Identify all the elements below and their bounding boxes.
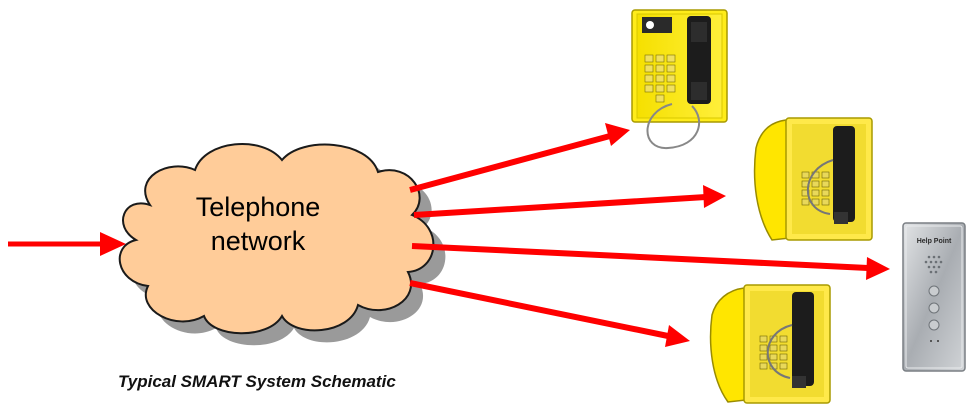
yellow-telephone-top: [631, 9, 728, 150]
help-point-panel: Help Point: [902, 222, 966, 372]
help-point-label: Help Point: [917, 238, 952, 245]
diagram-caption: Typical SMART System Schematic: [118, 372, 396, 391]
incoming-arrow: [8, 232, 126, 256]
telephone-network-cloud: [118, 143, 435, 335]
cloud-label-line2: network: [210, 226, 306, 256]
arrow-to-help-point: [411, 243, 890, 280]
arrow-to-phone-bottom: [409, 280, 690, 347]
cloud-label-line1: Telephone: [195, 192, 321, 222]
arrow-to-phone-middle: [413, 185, 726, 218]
yellow-telephone-middle: [753, 117, 873, 241]
yellow-telephone-bottom: [709, 284, 831, 404]
cloud-label: Telephone network: [168, 190, 348, 258]
arrow-to-phone-top: [409, 123, 630, 193]
